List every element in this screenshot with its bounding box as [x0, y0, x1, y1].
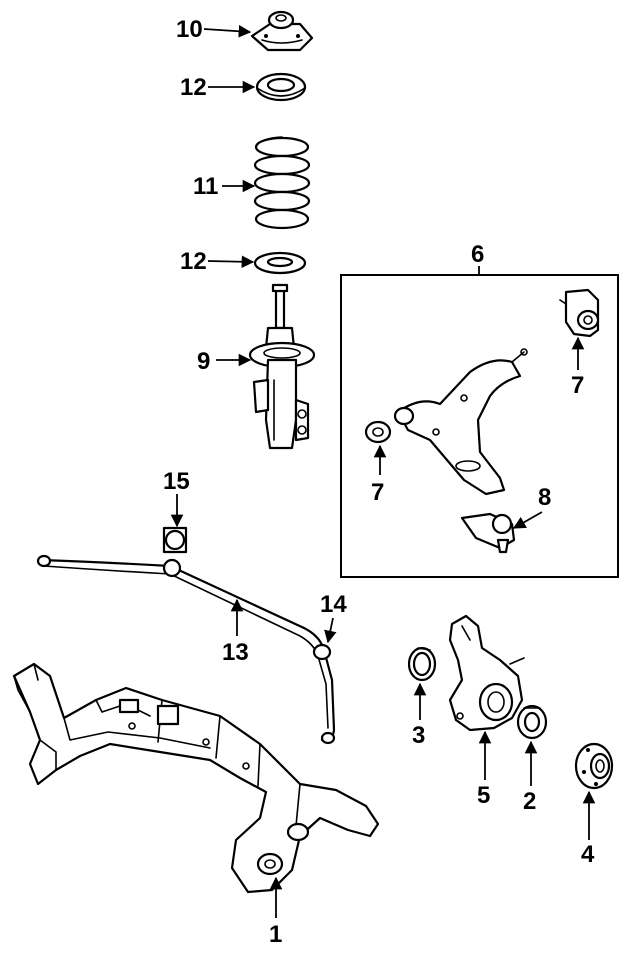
ball-joint-part: [460, 512, 516, 554]
leader-12-lower: [207, 255, 255, 269]
callout-2: 2: [523, 788, 536, 815]
callout-6: 6: [471, 241, 484, 268]
callout-12-lower: 12: [180, 248, 207, 275]
spring-seat-upper-part: [255, 72, 307, 102]
callout-12-upper: 12: [180, 74, 207, 101]
callout-9: 9: [197, 348, 210, 375]
leader-14: [324, 617, 337, 644]
strut-assembly-part: [248, 283, 316, 450]
callout-5: 5: [477, 782, 490, 809]
lower-control-arm-part: [393, 348, 528, 496]
crossmember-part: [12, 662, 380, 894]
callout-15: 15: [163, 468, 190, 495]
callout-3: 3: [412, 722, 425, 749]
leader-8: [512, 511, 543, 529]
callout-14: 14: [320, 591, 347, 618]
callout-8: 8: [538, 484, 551, 511]
callout-10: 10: [176, 16, 203, 43]
coil-spring-part: [253, 136, 311, 230]
wheel-bearing-part: [516, 704, 548, 740]
callout-1: 1: [269, 921, 282, 948]
stabilizer-bushing-part: [162, 526, 188, 554]
steering-knuckle-part: [448, 614, 525, 732]
callout-13: 13: [222, 639, 249, 666]
callout-4: 4: [581, 841, 595, 868]
stabilizer-bar-part: [36, 554, 336, 745]
callout-7-rear: 7: [571, 372, 584, 399]
callout-11: 11: [193, 173, 218, 200]
leader-10: [203, 24, 252, 38]
control-arm-bushing-rear-part: [559, 288, 600, 338]
callout-7-front: 7: [371, 479, 384, 506]
wheel-hub-part: [574, 742, 614, 790]
spring-seat-lower-part: [253, 251, 307, 275]
control-arm-bushing-front-part: [364, 420, 392, 444]
strut-mount-part: [250, 10, 314, 52]
oil-seal-part: [407, 646, 437, 682]
